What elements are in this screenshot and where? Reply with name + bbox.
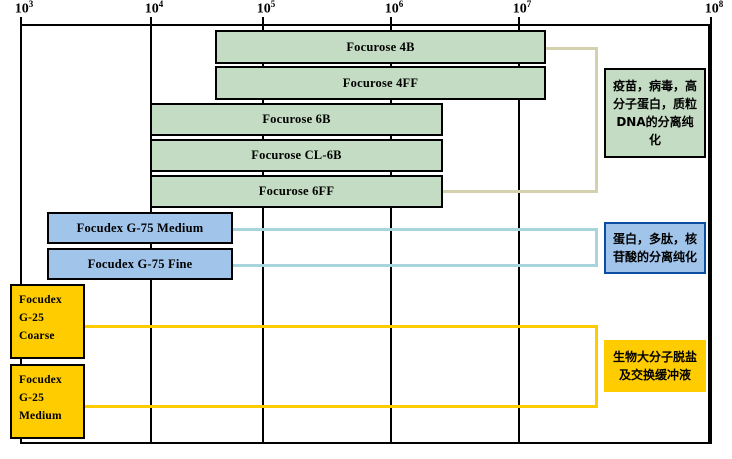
axis-tick-base: 10 — [512, 1, 527, 17]
axis-tick-exp: 4 — [158, 0, 164, 9]
callout-line-1: 蛋白，多肽，核 — [612, 232, 697, 246]
gridline-1e3 — [20, 24, 22, 444]
tick-1e6 — [390, 17, 392, 26]
bar-label-line-1: Focudex — [19, 294, 62, 306]
gridline-1e5 — [262, 24, 264, 444]
bar-label: Focurose 6FF — [258, 184, 335, 198]
axis-tick-base: 10 — [144, 1, 159, 17]
bar-focudex-g25-medium[interactable]: Focudex G-25 Medium — [10, 364, 85, 439]
tick-1e3 — [20, 17, 22, 26]
axis-tick-exp: 6 — [398, 0, 404, 9]
callout-line-2: 苷酸的分离纯化 — [612, 250, 697, 264]
bar-focudex-g75-medium[interactable]: Focudex G-75 Medium — [47, 212, 233, 244]
connector-desalt-vertical — [595, 325, 598, 408]
connector-agarose-bottom-horizontal — [443, 190, 598, 193]
axis-tick-label-1e7: 107 — [513, 0, 532, 18]
bar-label-line-1: Focudex — [19, 374, 62, 386]
bar-label: Focurose 6B — [262, 112, 331, 126]
bar-label-line-3: Coarse — [19, 329, 55, 342]
axis-tick-label-1e8: 108 — [705, 0, 724, 18]
bar-focudex-g25-coarse[interactable]: Focudex G-25 Coarse — [10, 284, 85, 359]
axis-tick-label-1e3: 103 — [15, 0, 34, 18]
axis-tick-exp: 8 — [718, 0, 724, 9]
bar-label: Focurose 4FF — [342, 75, 419, 90]
axis-tick-label-1e4: 104 — [145, 0, 164, 18]
connector-dextran-vertical — [595, 228, 598, 264]
connector-dextran-top-horizontal — [233, 228, 598, 231]
bar-focurose-4ff[interactable]: Focurose 4FF — [215, 66, 546, 100]
bar-focurose-6ff[interactable]: Focurose 6FF — [150, 175, 443, 208]
gridline-1e6 — [390, 24, 392, 444]
connector-desalt-bottom-horizontal — [85, 405, 598, 408]
bar-focudex-g75-fine[interactable]: Focudex G-75 Fine — [47, 248, 233, 280]
callout-line-1: 生物大分子脱盐 — [612, 350, 697, 364]
callout-line-3: DNA的分离纯化 — [616, 115, 694, 147]
axis-tick-base: 10 — [704, 1, 719, 17]
axis-tick-base: 10 — [256, 1, 271, 17]
gridline-1e7 — [518, 24, 520, 444]
connector-agarose-vertical — [595, 47, 598, 191]
bar-label-line-2: G-25 — [19, 311, 45, 324]
axis-tick-base: 10 — [384, 1, 399, 17]
connector-desalt-top-horizontal — [85, 325, 598, 328]
bar-label-line-3: Medium — [19, 409, 62, 422]
callout-desalt-applications: 生物大分子脱盐 及交换缓冲液 — [604, 340, 706, 392]
connector-agarose-top-horizontal — [546, 47, 598, 50]
tick-1e5 — [262, 17, 264, 26]
connector-dextran-bottom-horizontal — [233, 264, 598, 267]
axis-tick-label-1e5: 105 — [257, 0, 276, 18]
bar-label: Focurose 4B — [346, 39, 415, 54]
callout-dextran-applications: 蛋白，多肽，核 苷酸的分离纯化 — [604, 222, 706, 274]
bar-focurose-6b[interactable]: Focurose 6B — [150, 103, 443, 136]
axis-tick-exp: 5 — [270, 0, 276, 9]
bar-label: Focurose CL-6B — [251, 148, 342, 162]
callout-agarose-applications: 疫苗，病毒，高 分子蛋白，质粒 DNA的分离纯化 — [604, 68, 706, 158]
axis-tick-exp: 3 — [28, 0, 34, 9]
tick-1e4 — [150, 17, 152, 26]
tick-1e7 — [518, 17, 520, 26]
axis-tick-exp: 7 — [526, 0, 532, 9]
bar-label-line-2: G-25 — [19, 391, 45, 404]
axis-tick-base: 10 — [14, 1, 29, 17]
callout-line-1: 疫苗，病毒，高 — [612, 79, 697, 93]
axis-tick-label-1e6: 106 — [385, 0, 404, 18]
bar-label: Focudex G-75 Medium — [76, 220, 204, 235]
callout-line-2: 分子蛋白，质粒 — [612, 97, 697, 111]
bar-focurose-cl-6b[interactable]: Focurose CL-6B — [150, 139, 443, 172]
gridline-1e8 — [710, 24, 712, 444]
bar-focurose-4b[interactable]: Focurose 4B — [215, 30, 546, 64]
bar-label: Focudex G-75 Fine — [87, 256, 193, 271]
tick-1e8 — [710, 17, 712, 26]
callout-line-2: 及交换缓冲液 — [618, 368, 691, 382]
